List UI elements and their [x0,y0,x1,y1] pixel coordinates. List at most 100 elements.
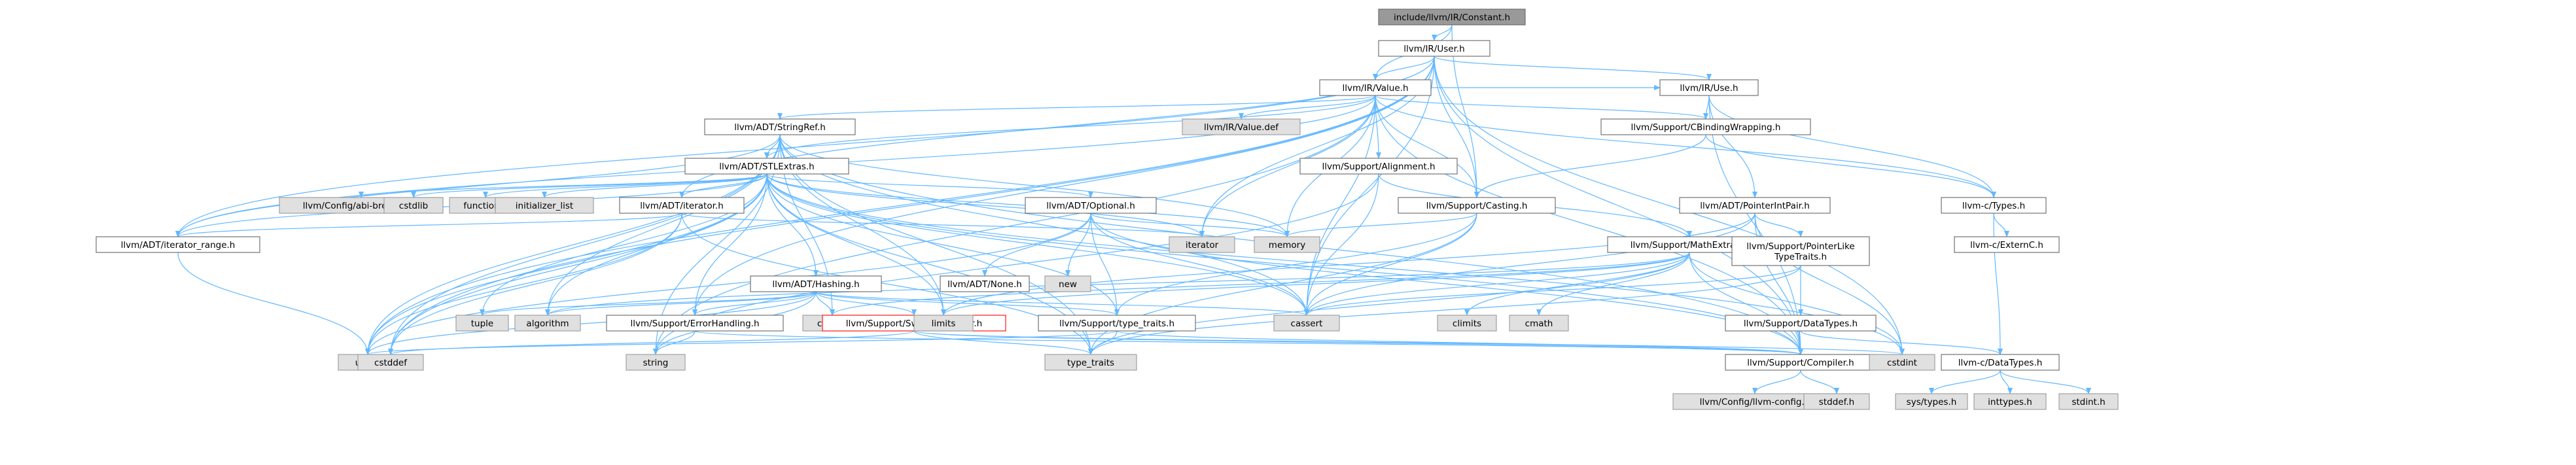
node-label: llvm-c/DataTypes.h [1958,358,2043,368]
node-use[interactable]: llvm/IR/Use.h [1659,79,1759,96]
node-label: type_traits [1067,358,1114,368]
node-typetraitsh[interactable]: llvm/Support/type_traits.h [1038,315,1196,332]
node-initlist: initializer_list [495,197,594,214]
edge-hashing-to-cassert [815,291,1309,316]
node-box [383,197,444,214]
node-box [1731,236,1870,266]
node-label: llvm/Support/DataTypes.h [1744,319,1858,329]
edge-value-to-string [653,95,1376,355]
node-none[interactable]: llvm/ADT/None.h [940,275,1030,292]
node-iterrange[interactable]: llvm/ADT/iterator_range.h [96,236,260,253]
node-box [1509,315,1569,332]
edge-hashing-to-tuple [480,291,817,316]
node-label: string [643,358,669,368]
node-adtiterator[interactable]: llvm/ADT/iterator.h [619,197,745,214]
node-algorithm: algorithm [514,315,581,332]
node-box [2058,393,2119,410]
node-label: llvm/ADT/None.h [947,279,1022,290]
edge-user-to-compiler [1434,56,1803,355]
node-errorhandling[interactable]: llvm/Support/ErrorHandling.h [606,315,784,332]
node-label: llvm-c/ExternC.h [1970,240,2043,250]
edge-value-to-valuedef [1239,95,1376,120]
node-optional[interactable]: llvm/ADT/Optional.h [1025,197,1157,214]
node-box [1169,236,1235,253]
node-label: sys/types.h [1907,397,1957,407]
node-box [1941,197,2047,214]
node-label: iterator [1186,240,1219,250]
node-label: llvm/Support/Alignment.h [1322,162,1435,172]
edge-user-to-value [1373,56,1435,80]
node-pointerintpair[interactable]: llvm/ADT/PointerIntPair.h [1679,197,1831,214]
node-casting[interactable]: llvm/Support/Casting.h [1398,197,1556,214]
edge-stlextras-to-functional [483,173,768,198]
node-box [1038,315,1196,332]
node-label: llvm/ADT/Optional.h [1046,201,1135,211]
node-compiler[interactable]: llvm/Support/Compiler.h [1725,354,1877,371]
node-label: llvm/Support/Casting.h [1426,201,1528,211]
node-box [1869,354,1935,371]
node-box [1254,236,1320,253]
node-label: llvm/Support/MathExtras.h [1631,240,1748,250]
node-label: stdint.h [2072,397,2105,407]
node-ctypes[interactable]: llvm-c/Types.h [1941,197,2047,214]
edge-hashing-to-algorithm [545,291,817,316]
node-label: cassert [1291,319,1323,329]
edge-typetraitsh-to-compiler [1116,330,1803,355]
edge-stringref-to-type_traits [779,134,1093,355]
node-label: llvm/IR/Use.h [1680,83,1738,94]
edge-hashing-to-cstring [815,291,835,316]
node-box [1725,354,1877,371]
node-box [619,197,745,214]
node-systypes: sys/types.h [1895,393,1968,410]
edge-swapbyteorder-to-type_traits [913,330,1093,355]
edge-stringref-to-memory [779,134,1290,237]
node-cbinding[interactable]: llvm/Support/CBindingWrapping.h [1600,118,1811,135]
edge-pointerlike-to-type_traits [1088,265,1801,355]
node-label: algorithm [526,319,569,329]
edge-errorhandling-to-string [653,330,696,355]
node-box [704,118,856,135]
node-stlextras[interactable]: llvm/ADT/STLExtras.h [684,158,849,175]
edge-stlextras-to-iterator [766,173,1205,237]
edge-stlextras-to-typetraitsh [766,173,1120,316]
edge-mathextras-to-cstdint [1689,252,1905,355]
node-box [514,315,581,332]
edge-optional-to-utility [365,213,1091,355]
node-stringref[interactable]: llvm/ADT/StringRef.h [704,118,856,135]
edge-stlextras-to-optional [766,173,1093,198]
node-box [1659,79,1759,96]
node-box [626,354,686,371]
node-root[interactable]: include/llvm/IR/Constant.h [1378,9,1526,26]
edge-optional-to-memory [1090,213,1290,237]
node-label: tuple [471,319,493,329]
node-stddef: stddef.h [1803,393,1870,410]
node-cmath: cmath [1509,315,1569,332]
node-box [1437,315,1497,332]
edge-stringref-to-utility [365,134,781,355]
edge-optional-to-none [982,213,1091,277]
node-limits: limits [913,315,974,332]
edge-stlextras-to-tuple [480,173,768,316]
edge-hashing-to-typetraitsh [815,291,1120,316]
edge-hashing-to-errorhandling [692,291,817,316]
node-user[interactable]: llvm/IR/User.h [1378,40,1491,57]
node-cdatatypes[interactable]: llvm-c/DataTypes.h [1941,354,2060,371]
node-stdint: stdint.h [2058,393,2119,410]
node-alignment[interactable]: llvm/Support/Alignment.h [1299,158,1458,175]
node-box [1273,315,1340,332]
node-box [1299,158,1458,175]
node-climits: climits [1437,315,1497,332]
edge-pointerintpair-to-limits [941,213,1756,316]
edge-stlextras-to-hashing [766,173,819,277]
node-iterator: iterator [1169,236,1235,253]
node-externc[interactable]: llvm-c/ExternC.h [1954,236,2060,253]
node-hashing[interactable]: llvm/ADT/Hashing.h [750,275,882,292]
node-label: stddef.h [1819,397,1854,407]
node-cstdlib: cstdlib [383,197,444,214]
node-label: cstdlib [399,201,428,211]
node-datatypes[interactable]: llvm/Support/DataTypes.h [1725,315,1877,332]
node-label: inttypes.h [1988,397,2032,407]
node-value[interactable]: llvm/IR/Value.h [1319,79,1432,96]
